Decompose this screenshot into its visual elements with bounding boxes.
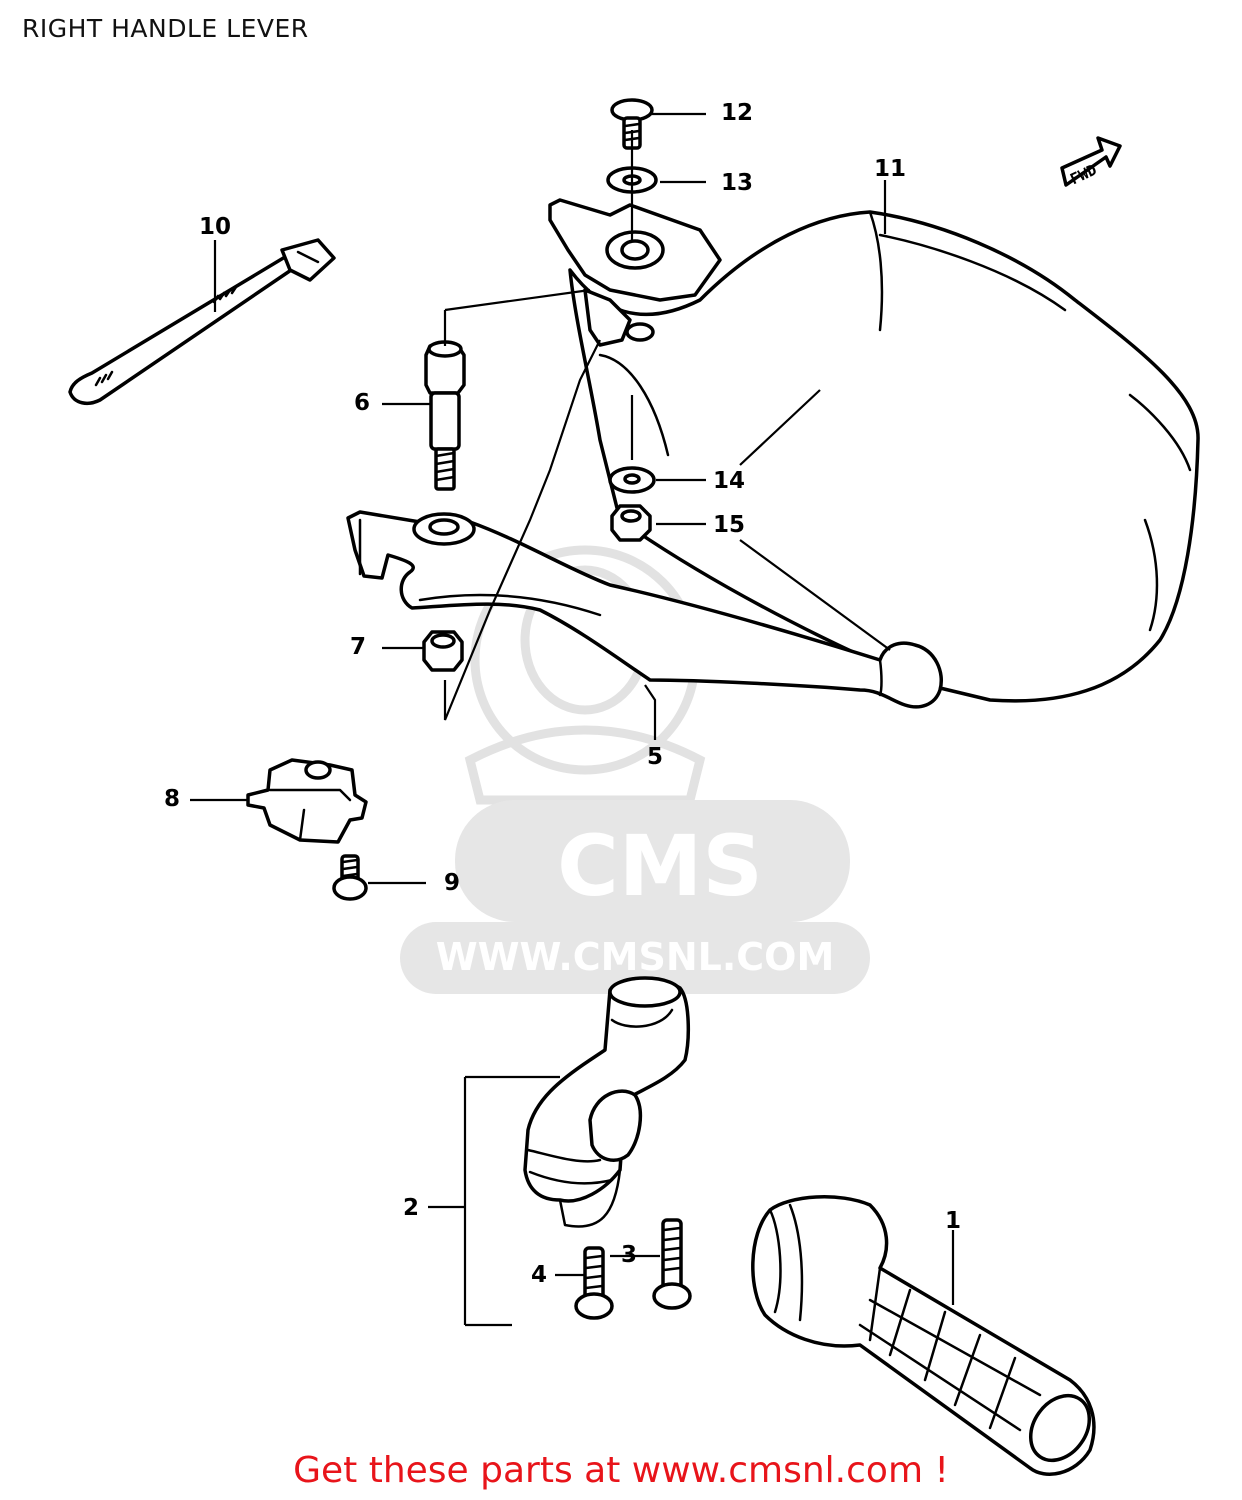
footer-link[interactable]: Get these parts at www.cmsnl.com ! [293, 1450, 949, 1491]
cmsnl-watermark: CMS WWW.CMSNL.COM [400, 545, 870, 994]
callout-12: 12 [721, 100, 753, 126]
part-9-screw [332, 854, 368, 901]
callout-labels: 1 2 3 4 5 6 7 8 9 10 11 12 13 14 15 [164, 100, 961, 1288]
part-1-throttle-grip [751, 1195, 1096, 1476]
watermark-brand: CMS [557, 817, 763, 915]
part-14-washer [608, 466, 656, 494]
part-3-screw [652, 1218, 692, 1310]
watermark-url-pill [400, 922, 870, 994]
callout-10: 10 [199, 214, 231, 240]
callout-13: 13 [721, 170, 753, 196]
callout-7: 7 [350, 634, 366, 660]
callout-9: 9 [444, 870, 460, 896]
callout-5: 5 [647, 744, 663, 770]
callout-8: 8 [164, 786, 180, 812]
leader-lines [190, 112, 955, 1327]
part-6-pivot-bolt [424, 340, 466, 491]
callout-6: 6 [354, 390, 370, 416]
part-7-nut [422, 630, 464, 672]
part-8-brake-switch [246, 758, 368, 844]
callout-11: 11 [874, 156, 906, 182]
watermark-brand-pill [455, 800, 850, 922]
callout-2: 2 [403, 1195, 419, 1221]
watermark-mascot-body [464, 725, 706, 805]
part-4-screw [574, 1246, 614, 1320]
callout-14: 14 [713, 468, 745, 494]
watermark-url: WWW.CMSNL.COM [436, 935, 835, 979]
part-5-brake-lever [346, 510, 943, 709]
part-11-hand-guard [548, 198, 1200, 703]
callout-15: 15 [713, 512, 745, 538]
diagram-title: RIGHT HANDLE LEVER [22, 14, 309, 43]
part-2-throttle-housing [523, 976, 691, 1228]
part-10-cable-tie [68, 238, 336, 406]
callout-3: 3 [621, 1242, 637, 1268]
callout-4: 4 [531, 1262, 547, 1288]
part-15-nut [610, 504, 652, 542]
callout-1: 1 [945, 1208, 961, 1234]
forward-arrow-icon: FWD [1060, 136, 1122, 188]
